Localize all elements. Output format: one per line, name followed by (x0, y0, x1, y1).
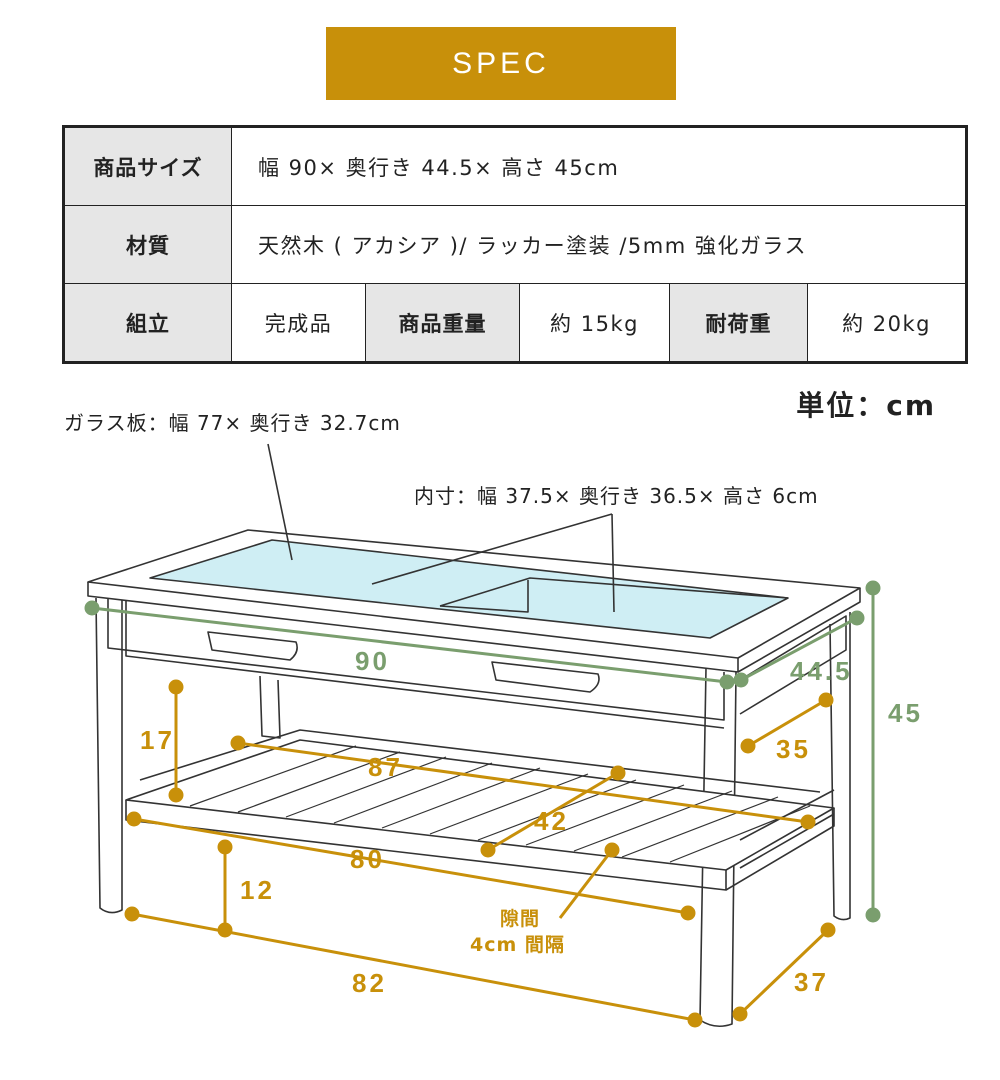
spec-row-assembly: 組立 完成品 商品重量 約 15kg 耐荷重 約 20kg (63, 283, 968, 363)
inner-note: 内寸：幅 37.5× 奥行き 36.5× 高さ 6cm (414, 484, 819, 508)
dim-height-label: 45 (888, 698, 923, 728)
dim-width-label: 90 (355, 646, 390, 676)
dim-shelf-gap-label: 17 (140, 725, 175, 755)
slat-gap-label-1: 隙間 (500, 907, 540, 930)
dim-shelf-depth-label: 42 (534, 806, 569, 836)
weight-label: 商品重量 (365, 283, 520, 363)
dim-leg-width-label: 82 (352, 968, 387, 998)
load-value: 約 20kg (806, 283, 968, 363)
dim-shelf-width-label: 80 (350, 844, 385, 874)
spec-row-material: 材質 天然木 ( アカシア )/ ラッカー塗装 /5mm 強化ガラス (63, 205, 968, 284)
handle-left (207, 631, 298, 661)
unit-note: 単位：cm (796, 389, 936, 422)
leader-lines (267, 443, 615, 613)
assembly-value: 完成品 (231, 283, 366, 363)
glass-note: ガラス板：幅 77× 奥行き 32.7cm (64, 411, 401, 435)
gold-dimension-lines (124, 679, 836, 1028)
assembly-label: 組立 (63, 283, 232, 363)
dim-lower-depth-label: 35 (776, 734, 811, 764)
size-value: 幅 90× 奥行き 44.5× 高さ 45cm (230, 126, 968, 206)
handle-right (491, 661, 600, 693)
material-value: 天然木 ( アカシア )/ ラッカー塗装 /5mm 強化ガラス (230, 205, 968, 284)
banner-title: SPEC (452, 46, 550, 80)
load-label: 耐荷重 (669, 283, 808, 363)
slat-gap-label-2: 4cm 間隔 (470, 934, 565, 956)
table-drawing (87, 529, 861, 1028)
weight-value: 約 15kg (519, 283, 670, 363)
spec-banner: SPEC (326, 27, 676, 100)
dim-shelf-inner-width-label: 87 (368, 752, 403, 782)
spec-table: 商品サイズ 幅 90× 奥行き 44.5× 高さ 45cm 材質 天然木 ( ア… (62, 125, 969, 364)
spec-row-size: 商品サイズ 幅 90× 奥行き 44.5× 高さ 45cm (63, 126, 968, 206)
dim-depth-label: 44.5 (790, 656, 853, 686)
dim-leg-height-label: 12 (240, 875, 275, 905)
green-dimension-lines (84, 580, 881, 923)
dim-leg-depth-label: 37 (794, 967, 829, 997)
